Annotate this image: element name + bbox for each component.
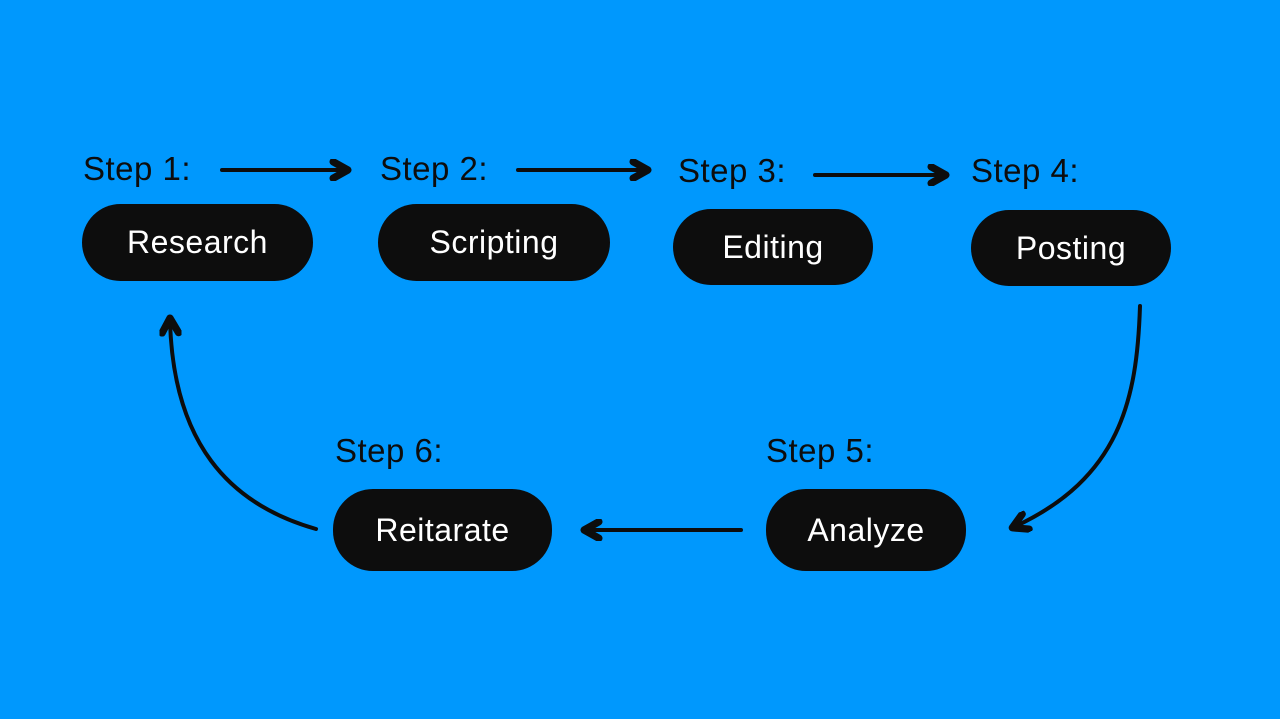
step-6-label: Step 6: bbox=[335, 432, 444, 469]
step-3-node: Editing bbox=[673, 209, 873, 285]
step-2-label: Step 2: bbox=[380, 150, 489, 187]
step-2-node: Scripting bbox=[378, 204, 610, 281]
arrow-reitarate-to-research bbox=[170, 320, 318, 531]
step-5-label: Step 5: bbox=[766, 432, 875, 469]
arrow-posting-to-analyze bbox=[1014, 304, 1142, 527]
step-4-node: Posting bbox=[971, 210, 1171, 286]
step-1-node: Research bbox=[82, 204, 313, 281]
step-5-node: Analyze bbox=[766, 489, 966, 571]
step-1-label: Step 1: bbox=[83, 150, 192, 187]
step-3-label: Step 3: bbox=[678, 152, 787, 189]
step-4-label: Step 4: bbox=[971, 152, 1080, 189]
step-6-node: Reitarate bbox=[333, 489, 552, 571]
